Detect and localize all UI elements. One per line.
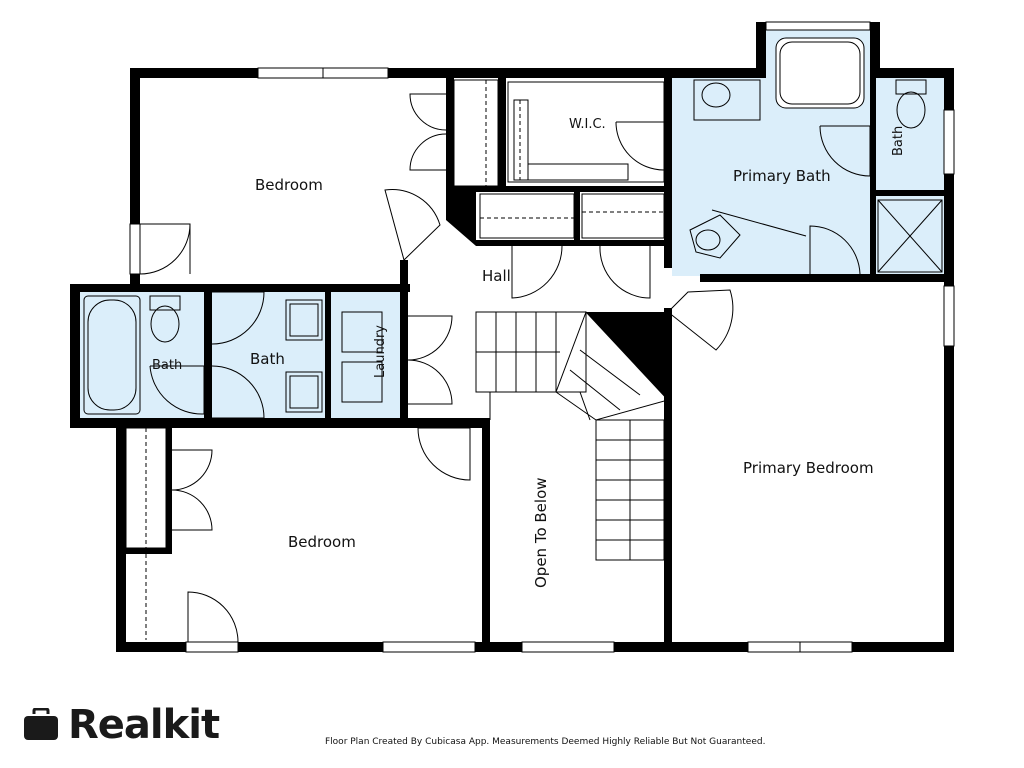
fixtures <box>83 37 943 415</box>
room-label-bath-left: Bath <box>152 358 182 373</box>
staircase <box>475 311 669 561</box>
doors <box>139 93 871 643</box>
disclaimer-text: Floor Plan Created By Cubicasa App. Meas… <box>325 737 766 747</box>
brand-name: Realkit <box>68 702 220 748</box>
room-label-primary-bedroom: Primary Bedroom <box>743 459 874 477</box>
room-label-bath-small-right: Bath <box>891 126 906 156</box>
closet-details <box>125 79 665 640</box>
room-label-open-to-below: Open To Below <box>532 477 550 588</box>
briefcase-icon <box>24 708 58 740</box>
floor-plan: Bedroom W.I.C. Primary Bath Bath Hall Ba… <box>70 21 955 653</box>
room-label-hall: Hall <box>482 267 511 285</box>
room-label-bedroom-top: Bedroom <box>255 176 323 194</box>
brand-logo: Realkit <box>22 702 220 748</box>
room-label-bedroom-bottom: Bedroom <box>288 533 356 551</box>
windows <box>129 21 955 653</box>
room-label-laundry: Laundry <box>373 325 388 378</box>
room-labels: Bedroom W.I.C. Primary Bath Bath Hall Ba… <box>152 117 906 588</box>
room-label-wic: W.I.C. <box>569 117 606 132</box>
room-label-primary-bath: Primary Bath <box>733 167 831 185</box>
room-label-bath-middle: Bath <box>250 350 285 368</box>
